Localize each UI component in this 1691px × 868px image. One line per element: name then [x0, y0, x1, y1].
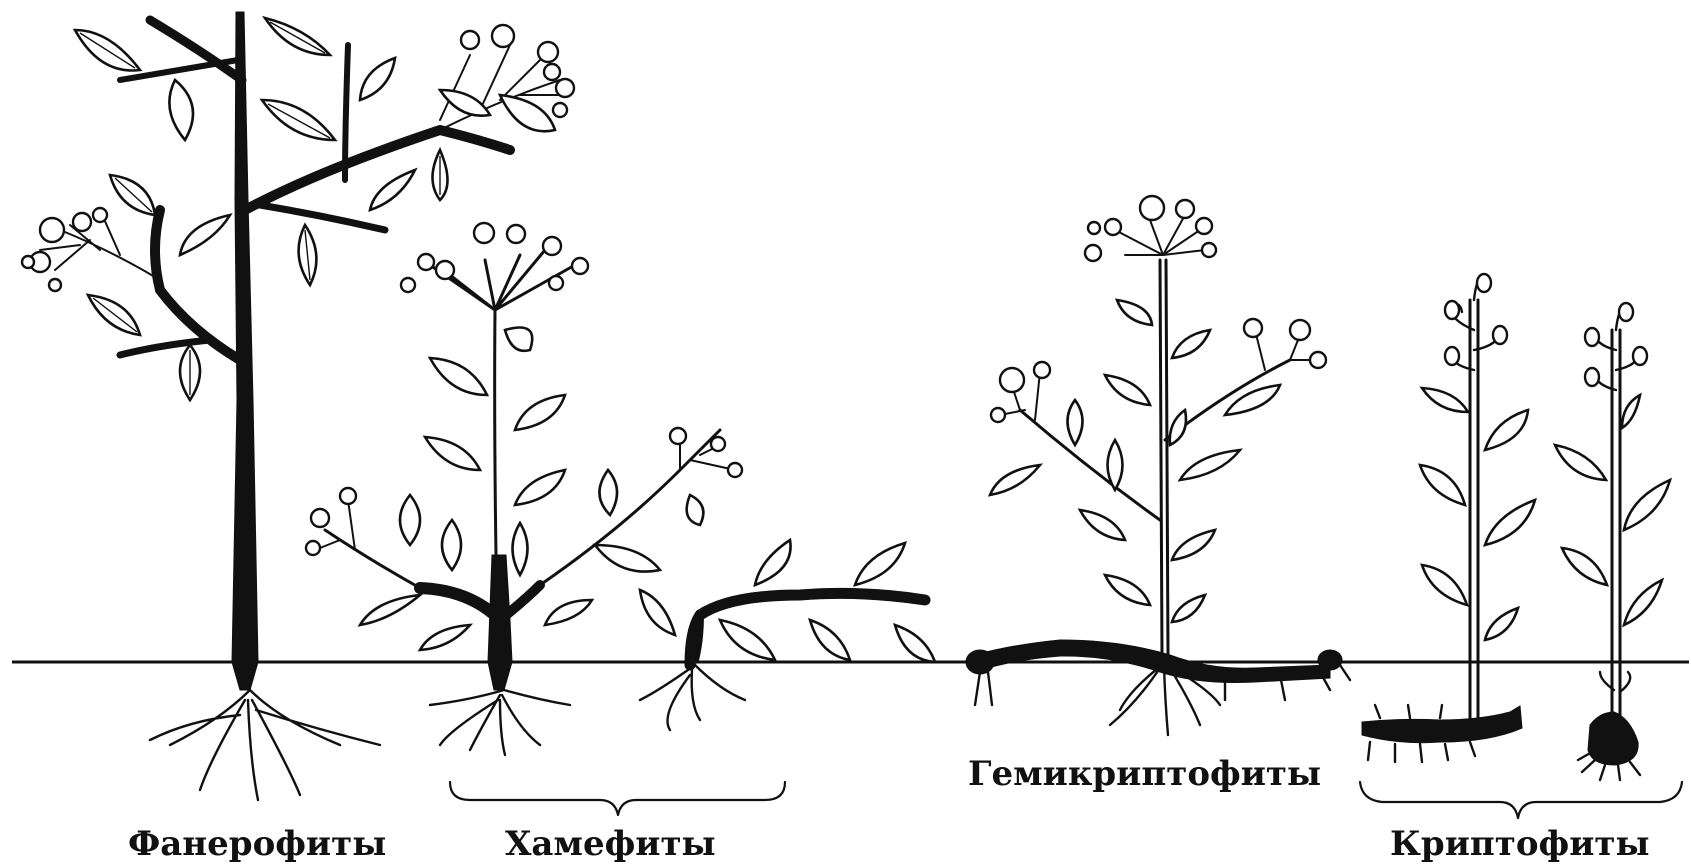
- cryptophyte-rhizome-plant: [1362, 274, 1535, 762]
- cryptophytes-brace: [1360, 782, 1682, 818]
- label-cryptophytes: Криптофиты: [1390, 824, 1650, 864]
- hemicryptophyte-plant: [966, 196, 1350, 735]
- label-hemicryptophytes: Гемикриптофиты: [968, 754, 1321, 794]
- label-phanerophytes: Фанерофиты: [128, 824, 386, 864]
- phanerophyte-tree: [22, 12, 574, 800]
- cryptophyte-bulb-plant: [1555, 303, 1670, 780]
- chamaephytes-brace: [450, 782, 785, 815]
- chamaephyte-shrub-creeping: [640, 540, 935, 730]
- chamaephyte-shrub-upright: [306, 223, 742, 755]
- label-chamaephytes: Хамефиты: [505, 824, 716, 864]
